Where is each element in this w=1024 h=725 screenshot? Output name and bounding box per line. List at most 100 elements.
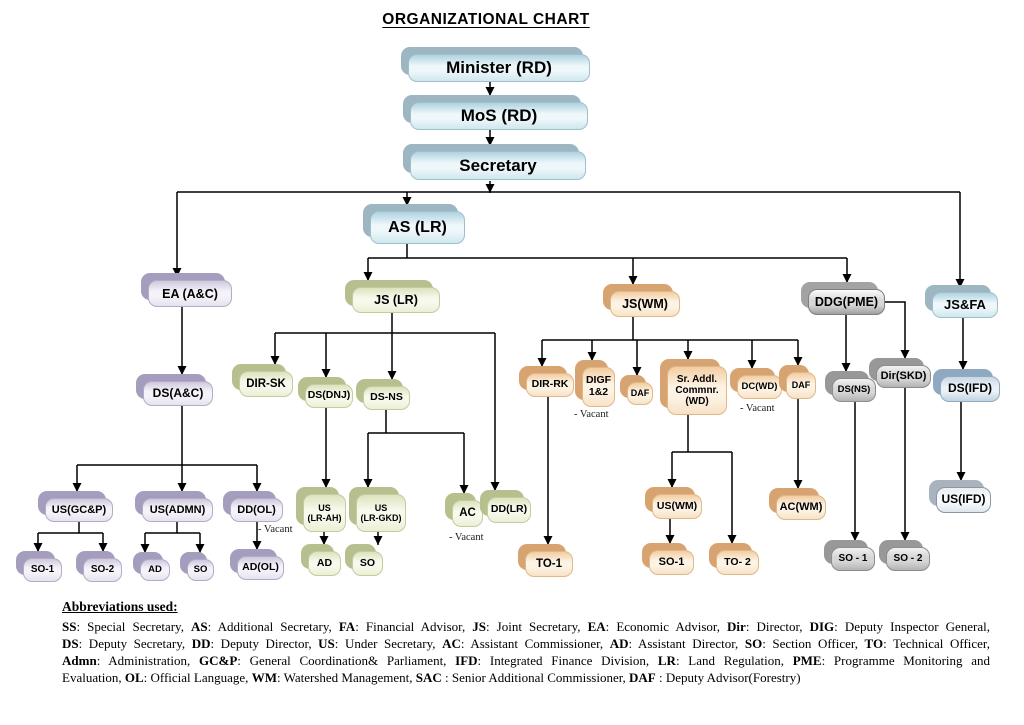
- node-box: TO-1: [525, 551, 573, 577]
- abbr-term: FA: [338, 619, 356, 634]
- node-dc-wd: DC(WD) - Vacant: [730, 368, 782, 414]
- abbr-term: AD: [609, 636, 629, 652]
- node-label: US(ADMN): [149, 503, 206, 516]
- node-label: EA (A&C): [162, 286, 218, 301]
- node-box: JS(WM): [610, 291, 680, 317]
- node-box: DS(NS): [832, 378, 876, 402]
- abbr-term: DAF: [629, 670, 656, 686]
- node-to-1: TO-1: [518, 544, 573, 577]
- node-box: DAF: [786, 372, 816, 399]
- vacant-note: - Vacant: [258, 524, 293, 535]
- abbr-term: EA: [587, 619, 606, 634]
- node-us-admn: US(ADMN): [135, 491, 213, 522]
- node-so2-pme: SO - 2: [879, 540, 930, 571]
- node-box: DAF: [627, 382, 653, 405]
- node-box: DS(A&C): [143, 381, 213, 406]
- node-box: DIR-SK: [239, 371, 293, 397]
- node-label: AD(OL): [242, 561, 279, 574]
- node-box: AC: [452, 500, 483, 527]
- abbr-term: AS: [191, 619, 208, 634]
- node-ds-ac: DS(A&C): [136, 374, 213, 406]
- node-box: Minister (RD): [408, 54, 590, 82]
- node-label: SO - 2: [893, 553, 923, 565]
- node-label: SO: [193, 563, 208, 575]
- node-dd-lr: DD(LR): [480, 490, 531, 523]
- abbr-term: SS: [62, 619, 77, 634]
- node-sr-addl: Sr. Addl. Commnr. (WD): [660, 359, 727, 415]
- node-box: Dir(SKD): [876, 365, 931, 388]
- abbreviations-block: Abbreviations used: SS: Special Secretar…: [62, 599, 990, 687]
- abbr-term: US: [318, 636, 335, 652]
- node-ds-ns: DS-NS: [356, 379, 410, 410]
- node-label: Dir(SKD): [880, 370, 927, 383]
- node-label: DS(A&C): [152, 385, 204, 400]
- abbr-term: JS: [472, 619, 486, 634]
- node-label: SO-1: [30, 564, 55, 576]
- abbreviation-line: SS: Special Secretary, AS: Additional Se…: [62, 619, 990, 634]
- node-ad-admn: AD: [133, 552, 170, 581]
- node-box: SO-2: [83, 558, 122, 582]
- node-label: US (LR-AH): [307, 502, 342, 523]
- abbr-term: GC&P: [198, 653, 238, 669]
- node-box: US(WM): [652, 494, 702, 519]
- node-box: US(GC&P): [45, 498, 113, 522]
- node-ds-ns-pme: DS(NS): [825, 371, 876, 402]
- node-label: AC: [459, 507, 476, 520]
- node-box: DD(LR): [487, 497, 531, 523]
- node-box: US (LR-GKD): [356, 494, 406, 532]
- node-label: AD: [316, 556, 333, 569]
- node-label: DS(DNJ): [307, 389, 351, 402]
- node-so2-gcp: SO-2: [76, 551, 122, 582]
- node-so1-wm: SO-1: [642, 543, 694, 575]
- node-label: AS (LR): [388, 218, 447, 236]
- node-us-ifd: US(IFD): [929, 480, 991, 513]
- node-box: DS(IFD): [940, 376, 1000, 402]
- node-box: DIR-RK: [526, 373, 574, 397]
- node-box: AD: [140, 559, 170, 581]
- node-label: MoS (RD): [460, 106, 538, 126]
- node-box: MoS (RD): [410, 102, 588, 130]
- node-label: DAF: [791, 380, 811, 391]
- node-label: SO-1: [658, 556, 685, 569]
- node-label: US(GC&P): [51, 503, 107, 516]
- node-label: DS(NS): [837, 383, 871, 395]
- node-label: DD(OL): [237, 503, 276, 516]
- node-so-admn: SO: [180, 552, 214, 581]
- abbr-term: Dir: [727, 619, 746, 634]
- node-label: DAF: [630, 388, 650, 399]
- node-box: Secretary: [410, 151, 586, 180]
- node-label: DDG(PME): [814, 295, 879, 309]
- abbreviations-heading: Abbreviations used:: [62, 599, 178, 614]
- node-label: DIGF 1&2: [585, 374, 612, 398]
- node-minister: Minister (RD): [401, 47, 590, 82]
- node-label: AD: [148, 563, 162, 575]
- node-dir-skd: Dir(SKD): [869, 358, 931, 388]
- node-label: SO: [359, 556, 376, 569]
- node-box: DDG(PME): [808, 289, 885, 315]
- node-label: Secretary: [459, 155, 537, 175]
- node-us-lr-gkd: US (LR-GKD): [349, 487, 406, 532]
- node-box: US (LR-AH): [303, 494, 346, 532]
- node-label: JS&FA: [944, 296, 986, 312]
- node-label: US (LR-GKD): [360, 502, 402, 523]
- node-box: DS(DNJ): [305, 384, 353, 408]
- node-box: AC(WM): [776, 495, 826, 520]
- node-label: Sr. Addl. Commnr. (WD): [675, 373, 719, 408]
- node-digf: DIGF 1&2 - Vacant: [574, 360, 615, 420]
- vacant-note: - Vacant: [740, 403, 775, 414]
- node-so1-pme: SO - 1: [824, 540, 875, 571]
- abbreviation-line: DS: Deputy Secretary, DD: Deputy Directo…: [62, 636, 990, 652]
- abbr-term: TO: [864, 636, 884, 652]
- vacant-note: - Vacant: [574, 409, 609, 420]
- abbr-term: OL: [124, 670, 144, 686]
- node-so1-gcp: SO-1: [16, 551, 62, 582]
- node-box: AD: [308, 551, 341, 576]
- node-daf2: DAF: [779, 365, 816, 399]
- node-box: DS-NS: [363, 386, 410, 410]
- node-label: DC(WD): [741, 380, 778, 392]
- node-box: AD(OL): [237, 556, 284, 580]
- node-secretary: Secretary: [403, 144, 586, 180]
- node-js-wm: JS(WM): [603, 284, 680, 317]
- node-as-lr: AS (LR): [363, 204, 465, 244]
